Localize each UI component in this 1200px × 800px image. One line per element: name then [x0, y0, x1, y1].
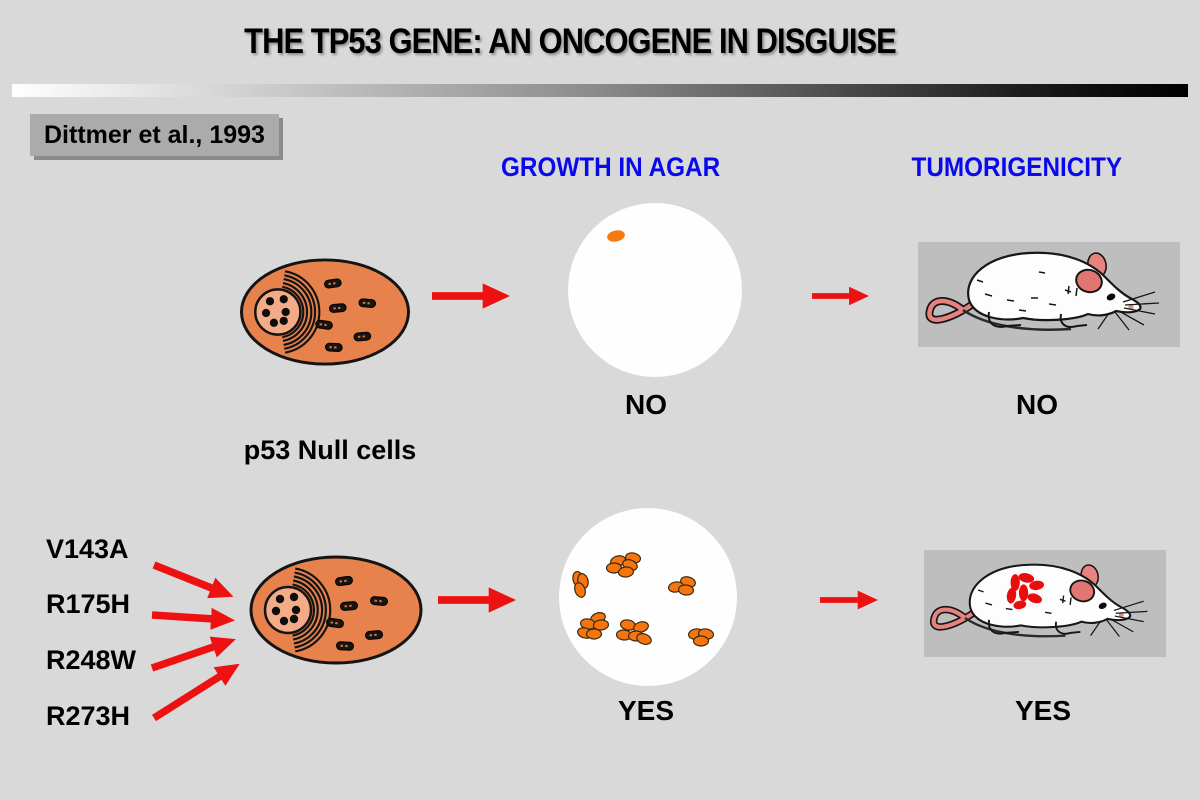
tumorigenicity-result-null: NO: [1016, 389, 1058, 420]
mitochondria: [315, 278, 377, 353]
flow-arrow-icon: [432, 283, 510, 309]
mouse-with-tumors-illustration-icon: [924, 550, 1166, 657]
mutation-arrows-icon: [150, 561, 240, 722]
title-divider-gradient-bar: [12, 84, 1188, 97]
nucleus-dots: [261, 295, 290, 327]
tumorigenicity-result-mutant: YES: [1014, 695, 1072, 726]
mutation-label-r175h: R175H: [46, 589, 131, 619]
mutation-label-r273h: R273H: [46, 701, 131, 731]
flow-arrow-icon: [438, 587, 516, 613]
agar-dish-with-colonies-icon: [559, 508, 737, 686]
tumor-spots: [1006, 573, 1045, 610]
p53-null-cell-illustration-icon: [240, 258, 410, 366]
fur-marks: [976, 271, 1078, 312]
growth-result-null: NO: [625, 389, 667, 420]
colonies: [572, 552, 715, 647]
cell-nucleus: [254, 288, 302, 336]
page-title: THE TP53 GENE: AN ONCOGENE IN DISGUISE: [244, 22, 897, 61]
p53-null-cells-label: p53 Null cells: [243, 435, 417, 465]
whiskers: [1097, 291, 1160, 331]
growth-result-mutant: YES: [617, 695, 675, 726]
flow-arrow-icon: [812, 286, 869, 306]
mutation-label-r248w: R248W: [46, 645, 137, 675]
endoplasmic-reticulum-arcs: [282, 270, 321, 354]
flow-arrow-icon: [820, 590, 878, 610]
column-header-tumorigenicity: TUMORIGENICITY: [911, 152, 1123, 182]
mouse-no-tumor-illustration-icon: [918, 242, 1180, 347]
citation-badge: Dittmer et al., 1993: [30, 114, 279, 156]
agar-dish-no-growth-icon: [568, 203, 742, 377]
column-header-growth-in-agar: GROWTH IN AGAR: [501, 152, 721, 182]
mutant-cell-illustration-icon: [249, 555, 423, 665]
single-colony: [607, 230, 625, 242]
mutation-label-v143a: V143A: [46, 534, 129, 564]
